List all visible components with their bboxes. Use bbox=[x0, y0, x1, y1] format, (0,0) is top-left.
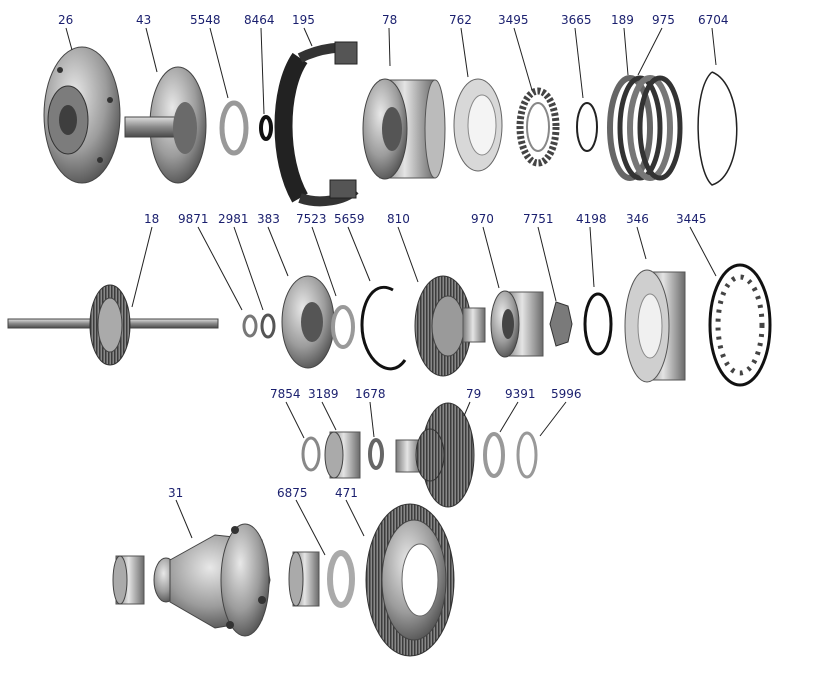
label-8464: 8464 bbox=[244, 13, 275, 27]
part-7751-nut bbox=[549, 301, 573, 347]
label-7523: 7523 bbox=[296, 212, 327, 226]
part-6875-bearing-race bbox=[288, 551, 320, 607]
part-6704-snap-ring bbox=[697, 71, 738, 186]
part-6875-shim bbox=[327, 550, 355, 608]
label-2981: 2981 bbox=[218, 212, 249, 226]
part-79-transfer-gear bbox=[395, 402, 475, 508]
part-346-sun-shell bbox=[624, 269, 686, 383]
part-195-brake-band bbox=[274, 41, 359, 207]
label-3495: 3495 bbox=[498, 13, 529, 27]
label-43: 43 bbox=[136, 13, 151, 27]
part-1678-washer bbox=[368, 438, 384, 470]
part-labels: 26 43 5548 8464 195 78 762 3495 3665 189… bbox=[58, 13, 729, 500]
part-762-piston bbox=[453, 78, 503, 172]
part-7523-washer bbox=[331, 305, 355, 349]
label-31: 31 bbox=[168, 486, 183, 500]
label-3665: 3665 bbox=[561, 13, 592, 27]
part-9391-washer bbox=[483, 432, 505, 478]
label-6875: 6875 bbox=[277, 486, 308, 500]
part-9871-washer bbox=[242, 314, 258, 338]
label-26: 26 bbox=[58, 13, 73, 27]
part-810-drive-gear bbox=[414, 275, 486, 377]
part-5548-thrust-washer bbox=[219, 100, 249, 156]
part-8464-seal bbox=[259, 115, 273, 141]
part-4198-snap-ring bbox=[583, 292, 613, 356]
label-5659: 5659 bbox=[334, 212, 365, 226]
label-9391: 9391 bbox=[505, 387, 536, 401]
part-471-ring-gear bbox=[365, 503, 455, 657]
label-79: 79 bbox=[466, 387, 481, 401]
part-5996-washer bbox=[516, 431, 538, 479]
label-975: 975 bbox=[652, 13, 675, 27]
label-810: 810 bbox=[387, 212, 410, 226]
part-26-pump-housing bbox=[43, 46, 121, 184]
part-2981-washer bbox=[260, 313, 276, 339]
part-3445-spring-cage bbox=[708, 263, 772, 387]
label-970: 970 bbox=[471, 212, 494, 226]
part-43-oil-pump bbox=[124, 66, 207, 184]
label-18: 18 bbox=[144, 212, 159, 226]
part-383-planet-carrier bbox=[281, 275, 335, 369]
label-7751: 7751 bbox=[523, 212, 554, 226]
label-471: 471 bbox=[335, 486, 358, 500]
part-3189-bearing bbox=[324, 431, 361, 479]
label-3445: 3445 bbox=[676, 212, 707, 226]
part-3665-snap-ring bbox=[576, 102, 598, 152]
label-3189: 3189 bbox=[308, 387, 339, 401]
label-5996: 5996 bbox=[551, 387, 582, 401]
part-31-differential-case bbox=[112, 523, 271, 637]
part-970-bearing-hub bbox=[490, 290, 544, 358]
part-78-clutch-drum bbox=[362, 78, 446, 180]
part-18-input-shaft bbox=[7, 284, 219, 366]
label-189: 189 bbox=[611, 13, 634, 27]
label-383: 383 bbox=[257, 212, 280, 226]
part-5659-snap-ring bbox=[360, 286, 407, 371]
part-3495-spring-pack bbox=[516, 87, 560, 167]
label-78: 78 bbox=[382, 13, 397, 27]
leader-lines bbox=[65, 27, 717, 556]
part-189-975-clutch-plates bbox=[607, 75, 683, 181]
label-7854: 7854 bbox=[270, 387, 301, 401]
label-5548: 5548 bbox=[190, 13, 221, 27]
part-7854-washer bbox=[301, 436, 321, 472]
label-762: 762 bbox=[449, 13, 472, 27]
label-346: 346 bbox=[626, 212, 649, 226]
label-9871: 9871 bbox=[178, 212, 209, 226]
label-195: 195 bbox=[292, 13, 315, 27]
label-4198: 4198 bbox=[576, 212, 607, 226]
label-1678: 1678 bbox=[355, 387, 386, 401]
label-6704: 6704 bbox=[698, 13, 729, 27]
